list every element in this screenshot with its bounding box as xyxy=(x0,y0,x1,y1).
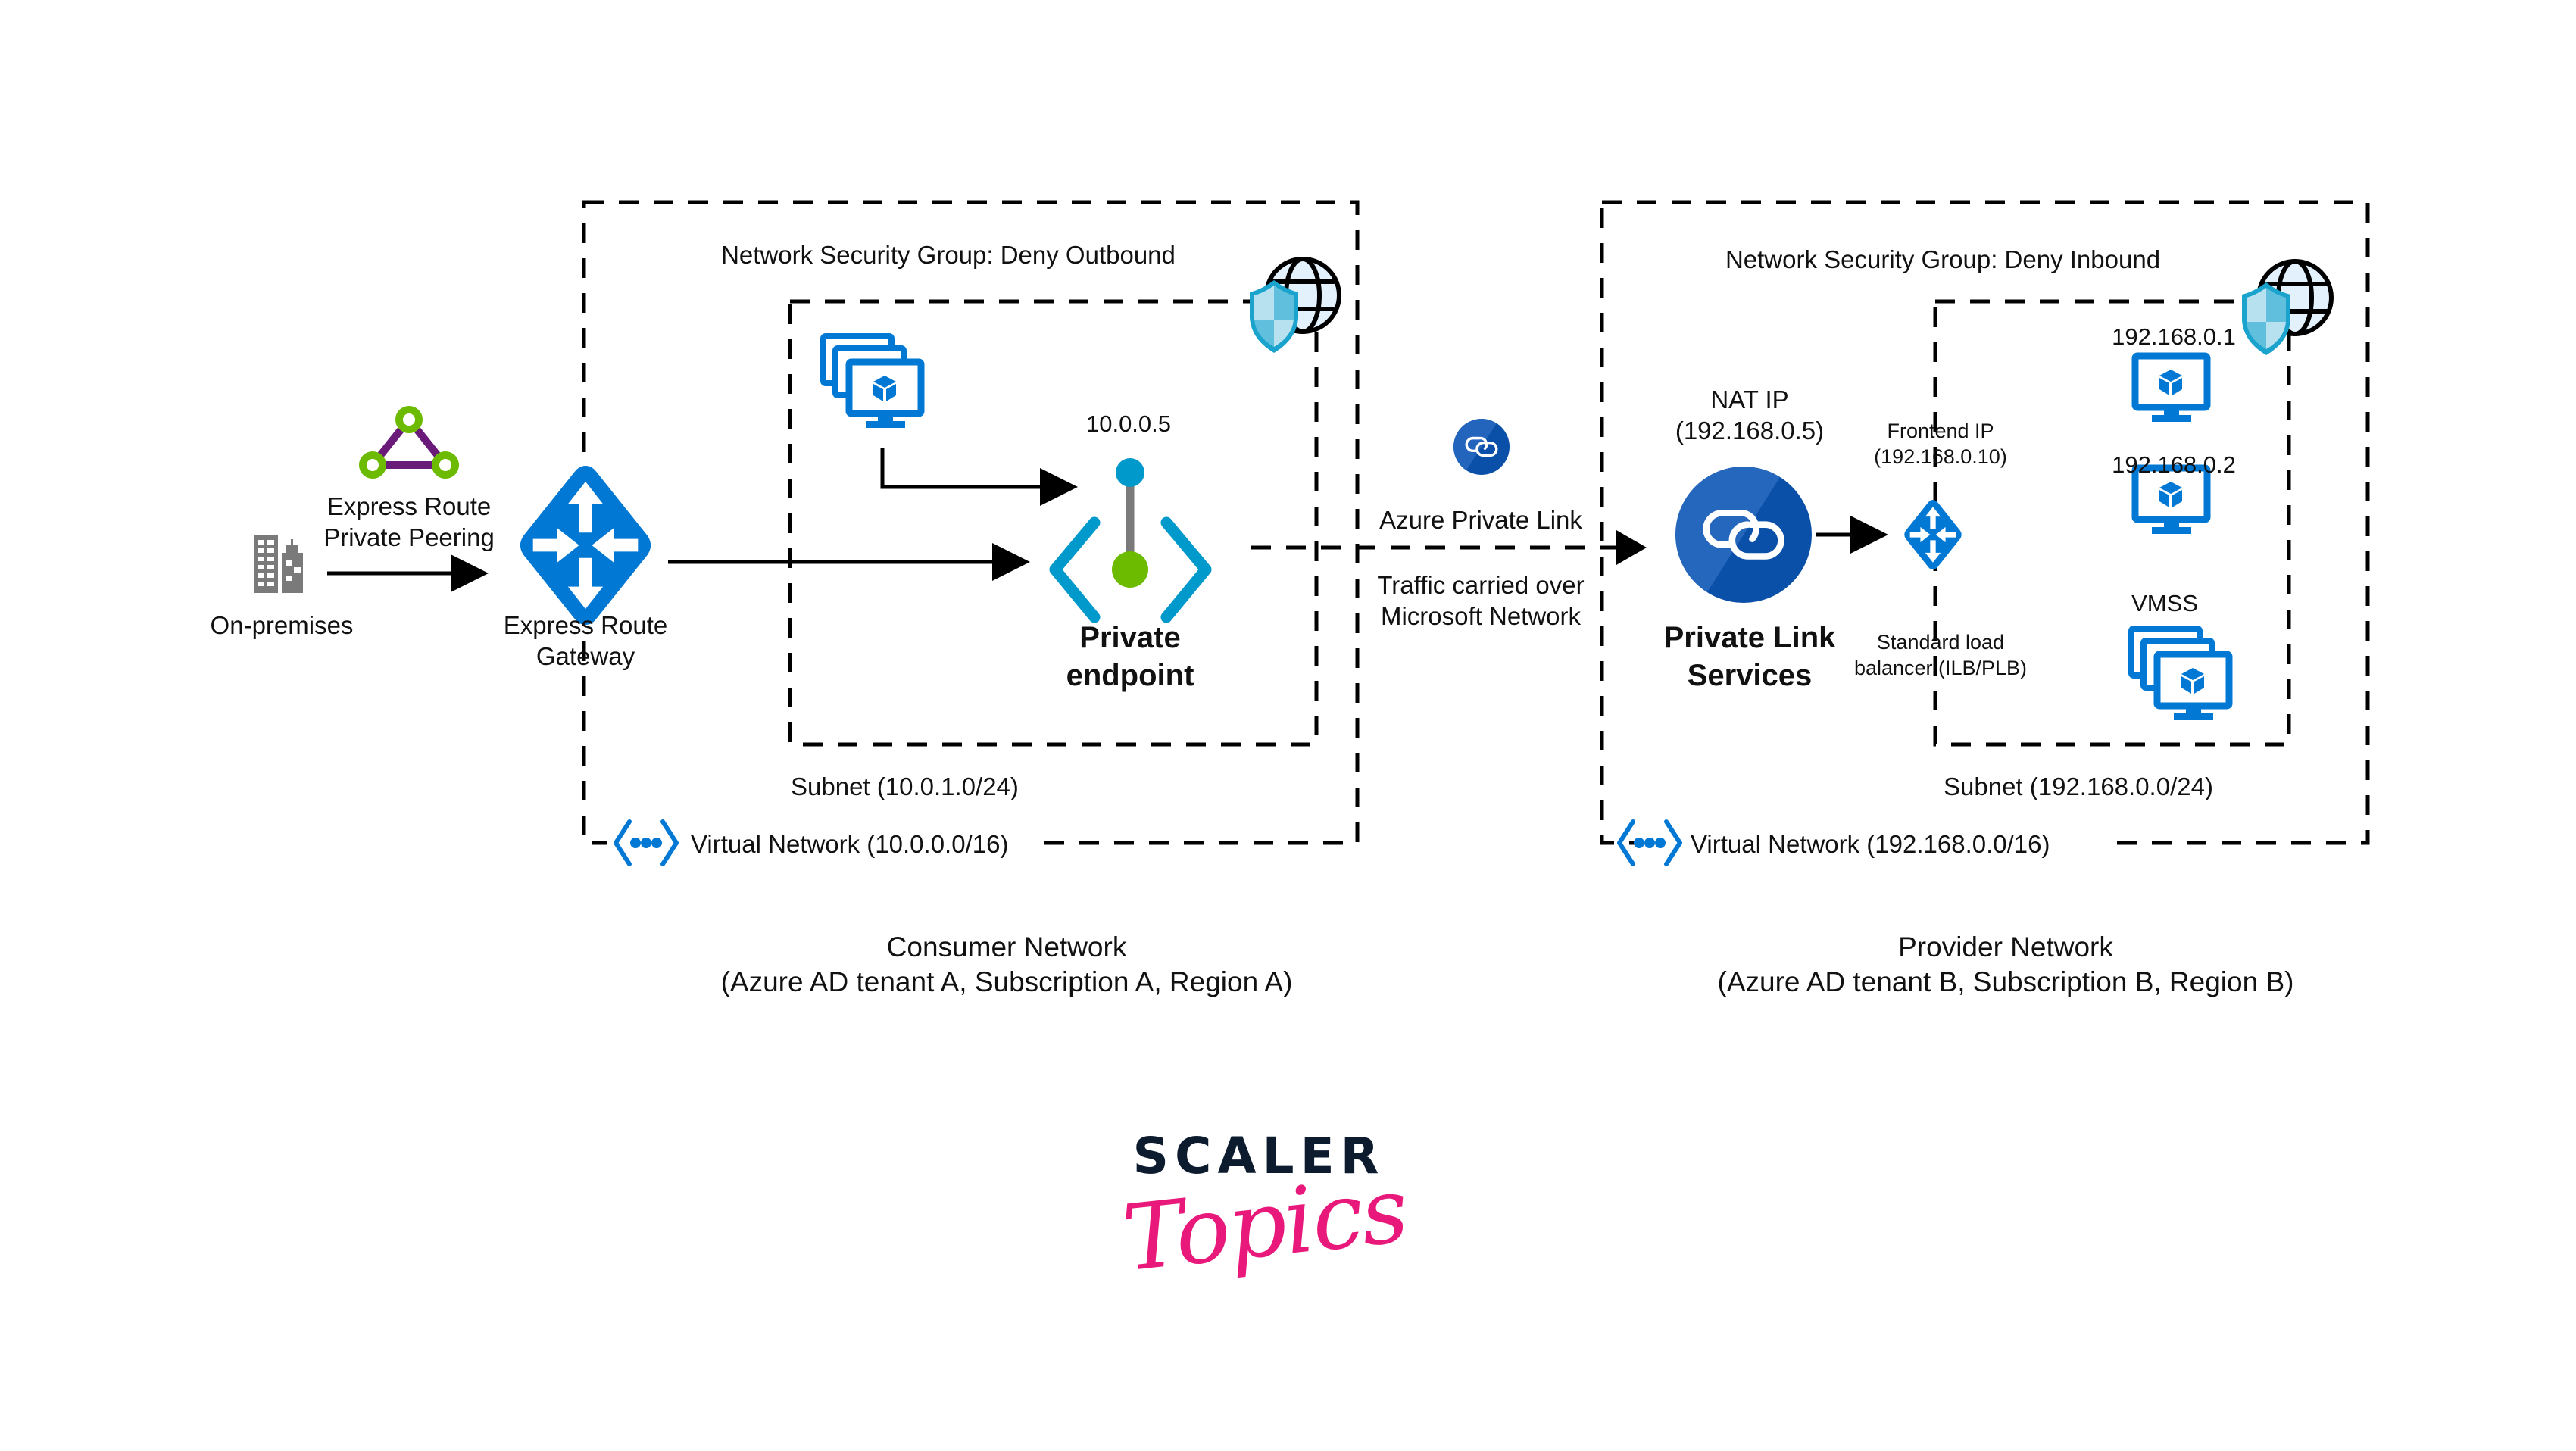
private-link-services-label-line2: Services xyxy=(1687,659,1813,692)
nsg-shield-globe-icon xyxy=(2242,261,2331,355)
gateway-label-line2: Gateway xyxy=(535,642,635,671)
peering-label: Express Route Private Peering xyxy=(323,491,495,554)
frontend-ip-label: Frontend IP (192.168.0.10) xyxy=(1874,419,2007,470)
provider-vnet-label: Virtual Network (192.168.0.0/16) xyxy=(1691,830,2050,858)
private-link-services-label-line1: Private Link xyxy=(1663,621,1836,654)
consumer-network-title-line1: Consumer Network xyxy=(886,931,1127,963)
vmss-label: VMSS xyxy=(2131,590,2198,616)
nat-ip-label: NAT IP (192.168.0.5) xyxy=(1675,384,1824,447)
gateway-router-icon xyxy=(520,466,651,625)
consumer-subnet-boundary xyxy=(788,299,1319,747)
vm-icon-1 xyxy=(2135,356,2207,422)
gateway-label: Express Route Gateway xyxy=(504,610,667,672)
consumer-subnet-label: Subnet (10.0.1.0/24) xyxy=(791,772,1019,800)
load-balancer-label: Standard load balancer (ILB/PLB) xyxy=(1854,630,2027,682)
peering-label-line1: Express Route xyxy=(326,492,492,520)
private-endpoint-label-line1: Private xyxy=(1079,621,1181,654)
consumer-vnet-label: Virtual Network (10.0.0.0/16) xyxy=(691,830,1009,858)
nat-ip-label-line2: (192.168.0.5) xyxy=(1675,417,1825,445)
arrow-vmss-to-endpoint xyxy=(880,448,1078,506)
traffic-note-line2: Microsoft Network xyxy=(1380,602,1582,631)
building-icon xyxy=(254,535,303,593)
scaler-logo-text: SCALER xyxy=(1132,1127,1385,1185)
load-balancer-icon xyxy=(1904,500,1962,569)
frontend-ip-label-line1: Frontend IP xyxy=(1887,420,1994,442)
provider-subnet-label: Subnet (192.168.0.0/24) xyxy=(1944,772,2213,800)
consumer-nsg-label: Network Security Group: Deny Outbound xyxy=(721,241,1176,269)
nat-ip-label-line1: NAT IP xyxy=(1710,385,1789,413)
private-endpoint-label: Private endpoint xyxy=(1066,619,1194,694)
provider-network-subtitle: (Azure AD tenant B, Subscription B, Regi… xyxy=(1717,966,2294,998)
nsg-shield-globe-icon xyxy=(1250,259,1339,353)
gateway-label-line1: Express Route xyxy=(503,611,668,639)
azure-private-link-icon xyxy=(1453,419,1510,475)
vm1-ip-label: 192.168.0.1 xyxy=(2112,323,2236,350)
azure-private-link-label: Azure Private Link xyxy=(1379,506,1582,534)
load-balancer-label-line1: Standard load xyxy=(1876,631,2005,654)
peering-label-line2: Private Peering xyxy=(323,523,495,552)
frontend-ip-label-line2: (192.168.0.10) xyxy=(1874,445,2007,468)
vm2-ip-label: 192.168.0.2 xyxy=(2112,451,2236,478)
provider-network-title: Provider Network (Azure AD tenant B, Sub… xyxy=(1718,930,2294,1000)
consumer-vnet-boundary xyxy=(582,200,1360,845)
consumer-vmss-icon xyxy=(823,336,921,428)
on-premises-label: On-premises xyxy=(210,611,354,639)
provider-vmss-icon xyxy=(2131,629,2229,720)
traffic-note: Traffic carried over Microsoft Network xyxy=(1377,569,1584,632)
traffic-note-line1: Traffic carried over xyxy=(1377,571,1585,599)
private-link-arrowhead xyxy=(1616,530,1647,565)
private-link-services-label: Private Link Services xyxy=(1664,619,1836,694)
provider-nsg-label: Network Security Group: Deny Inbound xyxy=(1725,245,2161,273)
private-endpoint-icon xyxy=(1049,458,1212,623)
load-balancer-label-line2: balancer (ILB/PLB) xyxy=(1853,656,2028,679)
consumer-network-subtitle: (Azure AD tenant A, Subscription A, Regi… xyxy=(720,966,1293,998)
private-link-service-icon xyxy=(1675,467,1812,603)
consumer-network-title: Consumer Network (Azure AD tenant A, Sub… xyxy=(721,930,1293,1000)
endpoint-ip-label: 10.0.0.5 xyxy=(1085,410,1172,437)
express-route-peering-icon xyxy=(359,406,459,479)
private-endpoint-label-line2: endpoint xyxy=(1066,659,1194,692)
provider-network-title-line1: Provider Network xyxy=(1898,931,2113,963)
